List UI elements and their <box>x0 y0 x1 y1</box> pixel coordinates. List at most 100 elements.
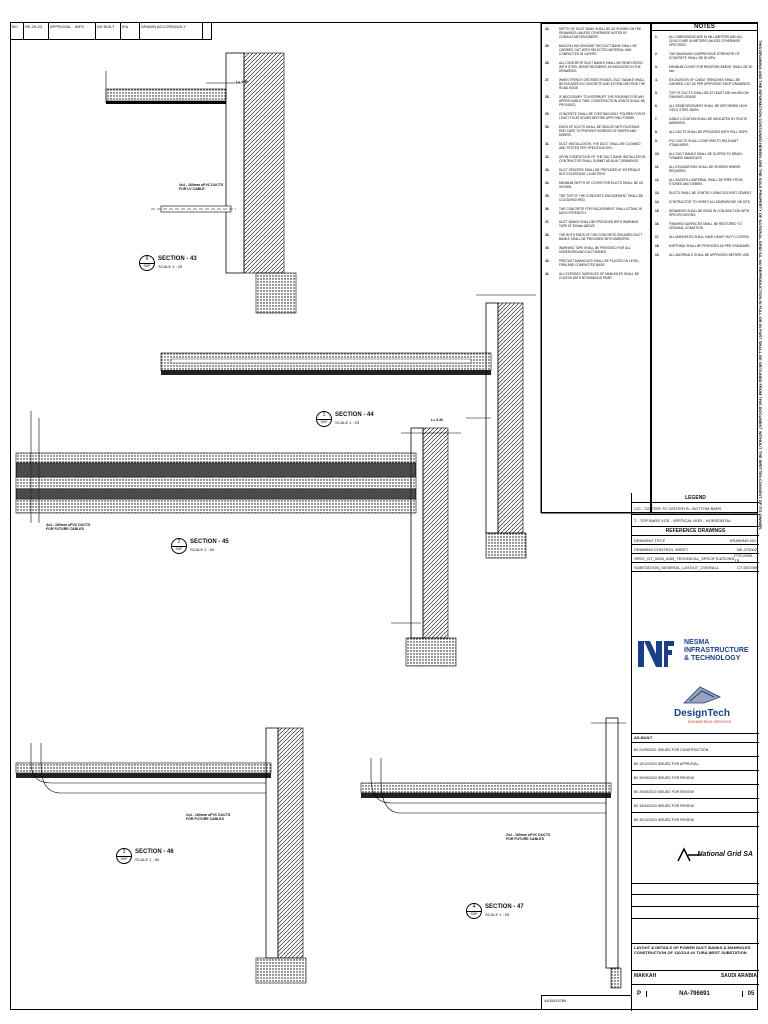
note-text: THE TOP OF THE CONCRETE ENCASEMENT SHALL… <box>559 194 643 202</box>
strip-cell: BO <box>11 23 24 39</box>
note-text: DUCT SPACERS SHALL BE PROVIDED AT INTERV… <box>559 168 641 176</box>
note-number: 37. <box>545 220 550 224</box>
note-number: 12. <box>655 178 660 182</box>
note-item: 2.THE MAXIMUM COMPRESSIVE STRENGTH OF CO… <box>655 52 754 60</box>
legend-row: C/C - CENTER TO CENTER B - BOTTOM BARS <box>632 503 759 515</box>
note-text: ALL EXCAVATIONS SHALL BE SHORED WHERE RE… <box>669 165 741 173</box>
note-text: CONCRETE SHALL BE CONTINUOUSLY POURED FO… <box>559 112 646 120</box>
location: SAUDI ARABIA <box>720 973 757 979</box>
note-number: 8. <box>655 130 658 134</box>
section-title: SECTION - 46 <box>135 849 174 855</box>
location-row: MAKKAH SAUDI ARABIA <box>632 971 759 985</box>
note-number: 19. <box>655 253 660 257</box>
note-text: EXCAVATION OF CABLE TRENCHES SHALL BE CA… <box>669 78 751 86</box>
ref-col-no: DRAWING NO. <box>729 537 757 543</box>
asbuilt-row: B0 30/12/2019 ISSUED FOR REVIEW <box>632 813 759 827</box>
note-item: 34.MINIMUM DEPTH OF COVER FOR DUCTS SHAL… <box>545 181 647 189</box>
ref-no: CT-002789 <box>737 564 757 570</box>
note-item: 24.DEPTH OF DUCT BANK SHALL BE AS SHOWN … <box>545 27 647 39</box>
note-number: 10. <box>655 152 660 156</box>
national-grid-logo-icon <box>677 847 700 862</box>
note-text: MINIMUM COVER FOR REINFORCEMENT SHALL BE… <box>669 65 753 73</box>
note-number: 39. <box>545 246 550 250</box>
note-item: 28.IF NECESSARY TO INTERRUPT THE POURING… <box>545 95 647 107</box>
designtech-tagline: ENGINEERING SERVICES <box>688 720 732 724</box>
note-item: 14.CONTRACTOR TO VERIFY ALL DIMENSIONS O… <box>655 200 754 204</box>
note-number: 16. <box>655 222 660 226</box>
section-43-drawing <box>105 52 297 314</box>
note-item: 29.CONCRETE SHALL BE CONTINUOUSLY POURED… <box>545 112 647 120</box>
note-number: 18. <box>655 244 660 248</box>
note-item: 3. MINIMUM COVER FOR REINFORCEMENT SHALL … <box>655 65 754 73</box>
note-number: 6. <box>655 104 658 108</box>
note-item: 15.DRAWINGS SHALL BE READ IN CONJUNCTION… <box>655 209 754 217</box>
note-text: THE CONCRETE FOR ENCASEMENT SHALL ATTAIN… <box>559 207 642 215</box>
copyright-note: THIS DRAWING AND THE INFORMATION CONTAIN… <box>758 40 763 531</box>
note-text: DUCT INSTALLATION, THE DUCT SHALL BE CLE… <box>559 142 641 150</box>
note-text: IF NECESSARY TO INTERRUPT THE POURING FO… <box>559 95 646 107</box>
note-text: PRECAST MANHOLES SHALL BE PLACED ON LEVE… <box>559 259 640 267</box>
section-scale: SCALE 1 : 25 <box>335 420 360 425</box>
note-number: 31. <box>545 142 550 146</box>
client-name: National Grid SA <box>697 851 753 858</box>
project-title: CONSTRUCTION OF 110/13.8 kV TURA WEST SU… <box>634 950 747 955</box>
legend-row: T - TOP BARS VCE - VERTICAL HOR - HORIZO… <box>632 515 759 527</box>
note-text: UPON COMPLETION OF THE DUCT BANK INSTALL… <box>559 155 646 163</box>
strip-cell: AS BUILT <box>96 23 121 39</box>
note-item: 9.PVC DUCTS SHALL CONFORM TO RELEVANT ST… <box>655 139 754 147</box>
section-46-drawing <box>15 727 307 984</box>
note-number: 25. <box>545 44 550 48</box>
note-item: 26.ALL CONCRETE DUCT BANKS SHALL BE REIN… <box>545 61 647 73</box>
notes-left-column: 24.DEPTH OF DUCT BANK SHALL BE AS SHOWN … <box>541 23 651 513</box>
title-block-panel: LEGEND C/C - CENTER TO CENTER B - BOTTOM… <box>631 493 759 1011</box>
section-scale: SCALE 1 : 25 <box>485 912 510 917</box>
note-number: 41. <box>545 272 550 276</box>
note-number: 3. <box>655 65 658 69</box>
asbuilt-label: AS-BUILT <box>632 733 759 743</box>
strip-cell: RE-29-23 <box>24 23 49 39</box>
drawing-title: LAYOUT & DETAILS OF POWER DUCT BANKS & M… <box>634 945 751 950</box>
reference-row: SPEC_GT_0000_ASB_TECHNICAL_SPECIFICATION… <box>632 553 759 563</box>
note-item: 37.DUCT BANKS SHALL BE PROVIDED WITH WAR… <box>545 220 647 228</box>
revision-strip: BO RE-29-23 APPROVAL - INFO AS BUILT IFA… <box>11 23 212 40</box>
note-number: 4. <box>655 78 658 82</box>
strip-cell: APPROVAL - INFO <box>49 23 96 39</box>
designtech-emblem-icon <box>683 686 721 704</box>
note-item: 39.WARNING TAPE SHALL BE PROVIDED FOR AL… <box>545 246 647 254</box>
level-bottom-label: L= 3.30 <box>431 418 443 422</box>
note-text: TOP OF DUCTS SHALL BE AT LEAST 600 mm BE… <box>669 91 749 99</box>
legend-title: LEGEND <box>632 493 759 503</box>
nif-logo-icon <box>636 637 676 671</box>
note-item: 30.ENDS OF DUCTS SHALL BE SEALED WITH SU… <box>545 125 647 137</box>
asbuilt-table: AS-BUILT B0 21/05/2021 ISSUED FOR CONSTR… <box>632 733 759 827</box>
note-item: 32.UPON COMPLETION OF THE DUCT BANK INST… <box>545 155 647 163</box>
note-item: 17.ALL MANHOLES SHALL HAVE HEAVY DUTY CO… <box>655 235 754 239</box>
asbuilt-row: B0 10/12/2020 ISSUED FOR APPROVAL <box>632 757 759 771</box>
section-45-drawing <box>15 411 461 667</box>
note-text: DRAWINGS SHALL BE READ IN CONJUNCTION WI… <box>669 209 750 217</box>
ref-title: DRAWING CONTROL SHEET <box>634 546 689 552</box>
note-text: BACKFILLING AROUND THE DUCT BANK SHALL B… <box>559 44 637 56</box>
note-number: 5. <box>655 91 658 95</box>
section-drawings <box>15 23 757 989</box>
revision: P <box>632 991 647 997</box>
note-item: 31. DUCT INSTALLATION, THE DUCT SHALL BE … <box>545 142 647 150</box>
region: MAKKAH <box>634 973 657 979</box>
note-item: 13.DUCTS SHALL BE JOINTED USING SOLVENT … <box>655 191 754 195</box>
section-scale: SCALE 1 : 50 <box>190 547 215 552</box>
note-text: THE BOTH ENDS OF THE CONCRETE ENCASED DU… <box>559 233 643 241</box>
note-item: 40.PRECAST MANHOLES SHALL BE PLACED ON L… <box>545 259 647 267</box>
asbuilt-row: B0 21/05/2021 ISSUED FOR CONSTRUCTION <box>632 743 759 757</box>
ref-no: PTS-0000-TS <box>734 553 754 563</box>
section-44-drawing <box>160 294 536 559</box>
